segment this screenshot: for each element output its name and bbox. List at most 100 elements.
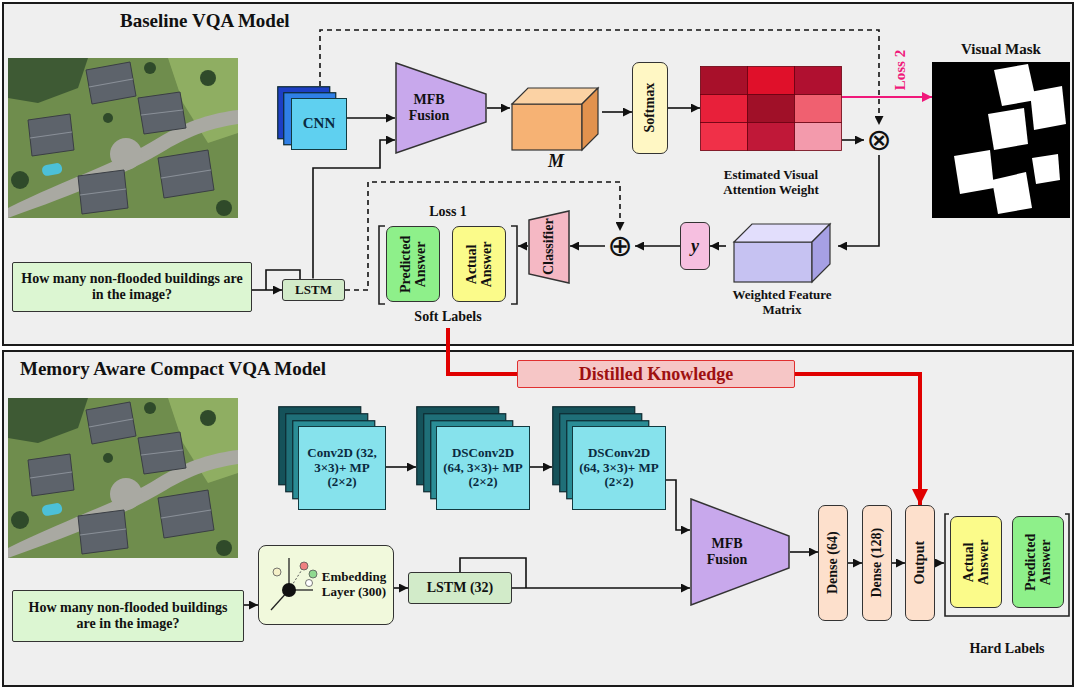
connector xyxy=(313,140,395,279)
multiply-symbol: ⊗ xyxy=(864,125,894,155)
connector xyxy=(892,562,905,564)
mask-ground xyxy=(932,62,1070,218)
connector xyxy=(345,182,620,290)
heatmap-cell xyxy=(748,123,795,151)
embedding-icon xyxy=(263,550,321,620)
dense-layer: Dense (128) xyxy=(862,505,892,621)
recurrent-loop xyxy=(266,270,300,290)
attention-map: Estimated Visual Attention Weight xyxy=(700,66,842,198)
connector xyxy=(518,245,528,247)
question-box: How many non-flooded buildings are in th… xyxy=(12,262,252,312)
softmax-box: Softmax xyxy=(632,62,668,154)
rotated-label: Dense (64) xyxy=(825,509,840,617)
answer-box: Predicted Answer xyxy=(386,226,440,302)
feature-cube: Weighted Feature Matrix xyxy=(726,222,838,318)
connector xyxy=(570,245,605,247)
lstm-box: LSTM (32) xyxy=(408,572,512,604)
heatmap-cell xyxy=(795,123,842,151)
connector xyxy=(842,96,932,98)
cnn-stack: CNN xyxy=(277,86,347,150)
rotated-label: Actual Answer xyxy=(464,230,495,298)
group-label: Loss 1 xyxy=(429,204,467,220)
heatmap-cell xyxy=(748,95,795,123)
fusion-label: MFB Fusion xyxy=(401,92,457,124)
box-label: y xyxy=(691,236,699,257)
map-label: Estimated Visual Attention Weight xyxy=(700,167,842,198)
mask-building xyxy=(988,108,1028,150)
answer-box: Actual Answer xyxy=(950,516,1002,608)
connector xyxy=(347,117,395,119)
rotated-label: Actual Answer xyxy=(961,520,992,604)
fusion-label: MFB Fusion xyxy=(698,536,756,568)
word-dot xyxy=(306,580,313,587)
classifier-outline xyxy=(529,211,569,283)
layer-label: DSConv2D (64, 3×3)+ MP (2×2) xyxy=(441,446,525,491)
word-dot xyxy=(309,570,317,578)
recurrent-loop xyxy=(460,558,526,588)
cube-label: Weighted Feature Matrix xyxy=(726,288,838,318)
layer-front: DSConv2D (64, 3×3)+ MP (2×2) xyxy=(436,426,530,510)
embedding-label: Embedding Layer (300) xyxy=(319,570,389,600)
mask-building xyxy=(1030,86,1066,130)
cube-side xyxy=(582,88,598,150)
operator-symbol: ⊗ xyxy=(866,125,891,155)
word-dot xyxy=(273,568,281,576)
heatmap-cell xyxy=(701,95,748,123)
box-label: LSTM (32) xyxy=(427,580,494,596)
connector xyxy=(252,289,282,291)
answer-box: Predicted Answer xyxy=(1012,516,1064,608)
rotated-label: Softmax xyxy=(642,66,657,150)
heatmap-cell xyxy=(701,67,748,95)
layer-front: Conv2D (32, 3×3)+ MP (2×2) xyxy=(298,426,386,510)
mask-building xyxy=(1032,154,1060,184)
bracket-line xyxy=(379,226,517,304)
connector xyxy=(838,155,879,246)
heatmap-cell xyxy=(795,67,842,95)
box-label: LSTM xyxy=(295,283,332,298)
connector xyxy=(394,587,408,589)
knowledge-connector xyxy=(795,374,920,505)
word-dot xyxy=(300,562,308,570)
classifier-block: Classifier xyxy=(528,210,570,284)
visual-mask: Visual Mask xyxy=(932,40,1070,220)
connector xyxy=(790,551,818,553)
connector xyxy=(842,139,864,141)
connector xyxy=(935,562,944,564)
aerial-photo xyxy=(8,58,238,218)
layer-label: Conv2D (32, 3×3)+ MP (2×2) xyxy=(303,446,381,491)
group-label: Soft Labels xyxy=(414,309,481,325)
heatmap-cell xyxy=(701,123,748,151)
rotated-label: Classifier xyxy=(541,214,556,280)
rotated-label: Dense (128) xyxy=(869,509,884,617)
mask-building xyxy=(992,172,1032,214)
conv-stack: Conv2D (32, 3×3)+ MP (2×2) xyxy=(278,406,386,510)
heatmap-grid xyxy=(700,66,842,152)
connector xyxy=(530,466,552,468)
knowledge-box: Distilled Knowledge xyxy=(517,360,795,389)
aerial-photo xyxy=(8,398,238,558)
edge-label: Loss 2 xyxy=(892,50,908,90)
cube-side xyxy=(812,224,830,282)
layer-front: DSConv2D (64, 3×3)+ MP (2×2) xyxy=(572,426,666,510)
group-label: Hard Labels xyxy=(969,641,1044,657)
bracket-line xyxy=(945,514,1069,616)
rotated-label: Output xyxy=(912,509,927,617)
panel-heading: Baseline VQA Model xyxy=(120,10,290,32)
question-box: How many non-flooded buildings are in th… xyxy=(12,590,244,642)
answer-box: Actual Answer xyxy=(452,226,506,302)
cube-front xyxy=(734,242,812,282)
dense-layer: Dense (64) xyxy=(818,505,848,621)
fusion-block: MFB Fusion xyxy=(395,62,487,154)
connector xyxy=(487,107,510,109)
rotated-label: Predicted Answer xyxy=(398,230,429,298)
connector xyxy=(710,245,726,247)
connector xyxy=(320,30,879,125)
connector xyxy=(666,480,690,530)
heatmap-cell xyxy=(795,95,842,123)
fusion-block: MFB Fusion xyxy=(690,498,790,606)
panel-heading: Memory Aware Compact VQA Model xyxy=(20,358,326,380)
connector xyxy=(668,107,700,109)
feature-cube: M xyxy=(510,86,602,172)
fusion-outline xyxy=(396,63,486,153)
